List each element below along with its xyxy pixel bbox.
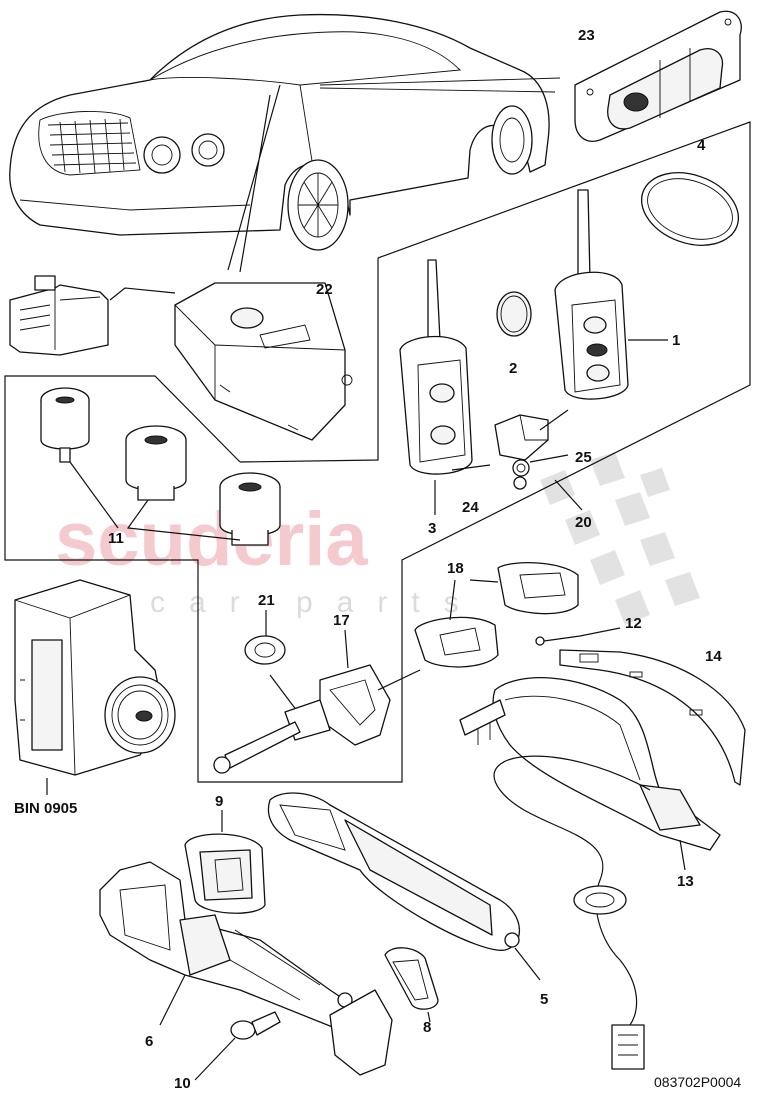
part-24-25-key-insert [451,409,583,511]
part-6-handle-bracket [99,861,393,1076]
callouts: 1 2 3 4 5 6 8 9 10 11 12 13 14 17 18 20 … [14,27,722,1092]
callout-5: 5 [540,991,548,1008]
callout-24: 24 [462,499,479,516]
callout-12: 12 [625,615,642,632]
callout-25: 25 [575,449,592,466]
part-9-seal [184,810,266,914]
frame-lines [4,121,751,783]
watermark-sub: car parts [150,586,483,619]
part-12-screw [535,627,621,646]
callout-8: 8 [423,1019,431,1036]
callout-2: 2 [509,360,517,377]
car-illustration [9,13,561,273]
callout-14: 14 [705,648,722,665]
part-10-bolt [194,1011,281,1081]
callout-1: 1 [672,332,680,349]
callout-20: 20 [575,514,592,531]
part-18-handle-caps [414,562,579,668]
part-17-lock-mechanism [213,629,421,774]
ignition-switch [14,579,176,776]
callout-13: 13 [677,873,694,890]
callout-17: 17 [333,612,350,629]
watermark: scuderia car parts [55,452,700,625]
callout-6: 6 [145,1033,153,1050]
callout-21: 21 [258,592,275,609]
drawing-code: 083702P0004 [654,1074,741,1090]
part-11-lock-cylinders [40,387,281,546]
callout-18: 18 [447,560,464,577]
part-23-handle-bezel [574,10,742,142]
callout-22: 22 [316,281,333,298]
part-2-battery [496,291,532,337]
callout-4: 4 [697,137,706,154]
callout-11: 11 [108,530,124,547]
callout-3: 3 [428,520,436,537]
part-5-door-handle [267,792,541,981]
part-3-folding-key [399,259,473,515]
part-1-folding-key [554,189,668,400]
checkered-flag-logo [540,452,700,625]
part-13-handle-with-cable [459,677,721,1070]
bin-label: BIN 0905 [14,800,77,817]
callout-10: 10 [174,1075,191,1092]
part-21-washer [244,610,301,716]
part-22-control-unit [9,275,353,441]
part-4-key-ring [640,172,740,246]
watermark-main: scuderia [55,497,368,582]
callout-23: 23 [578,27,595,44]
part-8-gasket [384,947,439,1023]
part-14-cover-strip [559,649,746,786]
callout-9: 9 [215,793,223,810]
